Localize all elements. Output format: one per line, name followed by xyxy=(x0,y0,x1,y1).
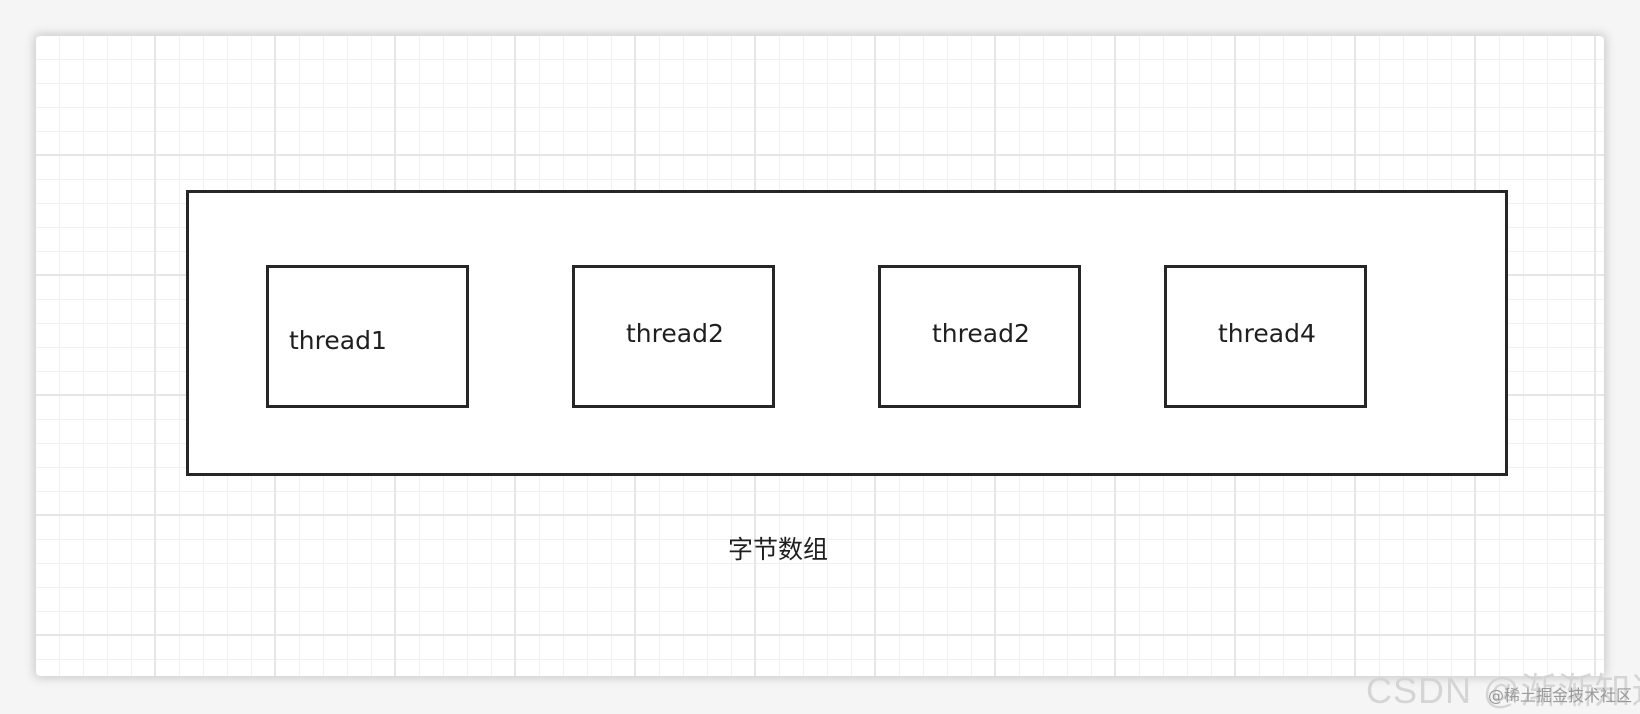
thread-label-3: thread2 xyxy=(932,319,1030,348)
watermark-main: CSDN @渐渐知道 xyxy=(1366,670,1640,711)
thread-label-1: thread1 xyxy=(289,326,387,355)
thread-label-4: thread4 xyxy=(1218,319,1316,348)
thread-box-3: thread2 xyxy=(878,265,1081,408)
thread-box-2: thread2 xyxy=(572,265,775,408)
watermark-sub: @稀土掘金技术社区 xyxy=(1487,686,1632,705)
thread-label-2: thread2 xyxy=(626,319,724,348)
watermark: CSDN @渐渐知道 @稀土掘金技术社区 xyxy=(1366,662,1640,711)
byte-array-caption: 字节数组 xyxy=(728,535,829,564)
diagram-canvas: thread1 thread2 thread2 thread4 字节数组 xyxy=(36,36,1604,676)
thread-box-1: thread1 xyxy=(266,265,469,408)
thread-box-4: thread4 xyxy=(1164,265,1367,408)
